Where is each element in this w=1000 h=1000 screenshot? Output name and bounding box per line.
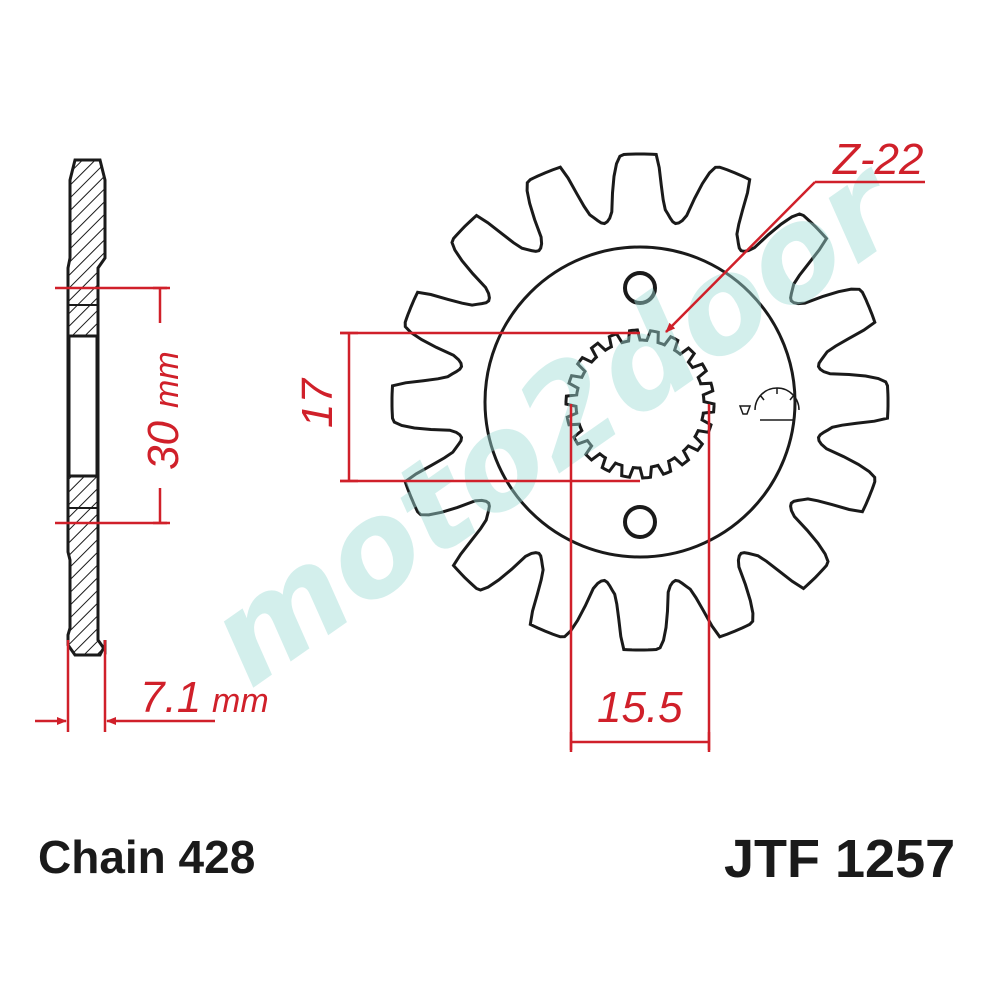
hub-width-dimension <box>55 286 170 525</box>
side-profile-bore <box>67 334 99 478</box>
thickness-dimension <box>35 640 215 732</box>
manufacturer-logo-mark <box>738 387 800 421</box>
spline-teeth-leader <box>665 180 925 333</box>
spline-teeth-label: Z-22 <box>832 135 923 184</box>
thickness-value: 7.1 <box>140 673 201 722</box>
spline-height-dimension <box>340 331 640 483</box>
spline-width-dimension <box>569 404 711 752</box>
spline-bore-outline <box>564 328 716 480</box>
sprocket-front-view <box>390 152 890 652</box>
hub-width-value: 30 <box>139 421 188 470</box>
part-number: JTF 1257 <box>724 829 955 889</box>
hub-circle <box>483 245 797 559</box>
hub-width-unit: mm <box>148 351 186 408</box>
spline-height-value: 17 <box>293 378 342 428</box>
side-profile <box>66 158 107 657</box>
chain-label: Chain 428 <box>38 831 255 883</box>
spline-width-value: 15.5 <box>597 683 683 732</box>
mounting-hole-top <box>623 271 657 305</box>
thickness-unit: mm <box>212 682 269 720</box>
mounting-hole-bottom <box>623 505 657 539</box>
